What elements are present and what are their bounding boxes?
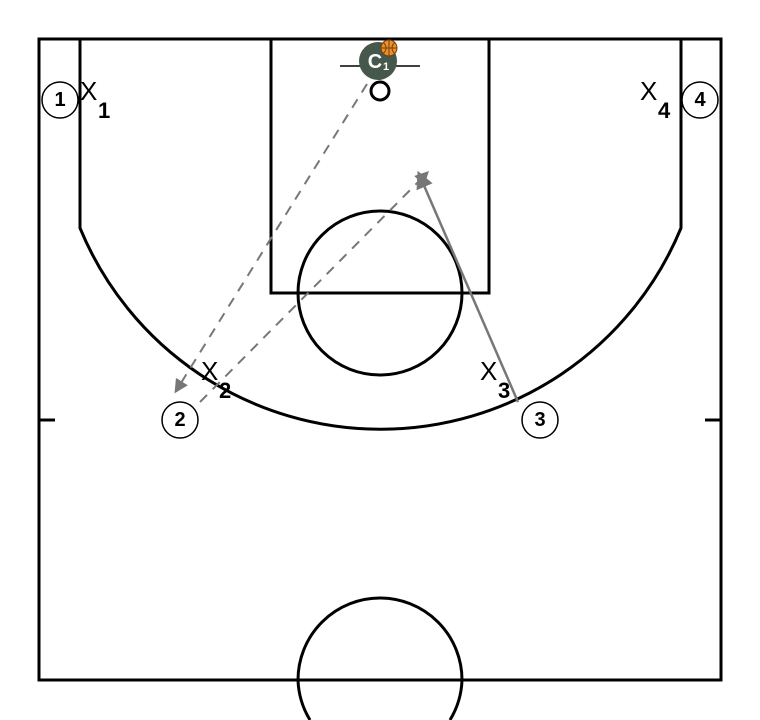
defender-x2-number: 2 [219, 378, 231, 403]
offense-player-4-label: 4 [694, 89, 706, 111]
offense-player-2-label: 2 [174, 409, 185, 431]
offense-player-3: 3 [521, 401, 559, 439]
offense-player-1: 1 [41, 81, 79, 119]
offense-player-2: 2 [161, 401, 199, 439]
defensive-players: X 1 X 2 X 3 X 4 [80, 76, 671, 403]
cut-arrow-3-to-paint [416, 170, 520, 403]
offensive-players: 1 2 3 4 [41, 81, 719, 439]
defender-x1: X 1 [80, 76, 110, 123]
coach-letter: C [368, 51, 382, 73]
rim [369, 80, 391, 102]
center-circle [296, 596, 464, 681]
defender-x2-mark: X [201, 356, 218, 386]
defender-x3-mark: X [480, 356, 497, 386]
offense-player-1-label: 1 [54, 89, 65, 111]
coach-number: 1 [383, 61, 389, 73]
offense-player-3-label: 3 [534, 409, 545, 431]
pass-arrow-2-to-paint [199, 171, 429, 403]
court-boundary [37, 37, 723, 682]
center-circle-bottom-extension [296, 679, 464, 720]
three-point-arc [78, 39, 683, 431]
movement-arrows [174, 83, 520, 403]
defender-x3-number: 3 [498, 378, 510, 403]
coach-marker: C 1 [359, 39, 398, 80]
offense-player-4: 4 [681, 81, 719, 119]
court-lines [37, 37, 723, 682]
defender-x1-number: 1 [98, 98, 110, 123]
defender-x1-mark: X [80, 76, 97, 106]
paint-lane [269, 37, 491, 295]
defender-x4: X 4 [640, 76, 671, 123]
defender-x4-mark: X [640, 76, 657, 106]
pass-arrow-coach-to-2 [174, 83, 368, 394]
defender-x2: X 2 [201, 356, 231, 403]
defender-x3: X 3 [480, 356, 510, 403]
basketball-icon [380, 39, 398, 57]
free-throw-circle [296, 209, 464, 377]
defender-x4-number: 4 [658, 98, 671, 123]
